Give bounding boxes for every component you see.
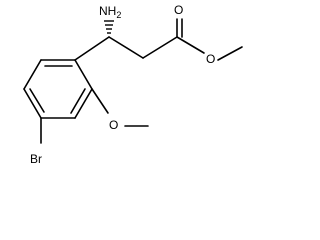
stereo-hash-bond [104,20,114,34]
bond-ring-to-chiral-carbon [74,36,110,61]
bond-ring-to-ether-o [91,88,109,114]
ester-oxygen-label: O [206,52,215,66]
bond-ch2-to-carbonyl [142,36,178,59]
bond-carbonyl-to-ester-o [176,36,205,54]
bond-ring-top-right-to-right [74,59,93,90]
bond-lines [23,18,243,144]
ether-oxygen-label: O [109,118,118,132]
bond-chiral-to-ch2 [108,36,144,59]
chemical-structure: NH2 O O O Br [23,3,243,166]
carbonyl-oxygen-label: O [174,3,183,17]
bond-ring-inner-left [29,88,45,113]
amine-label: NH2 [99,4,121,20]
bond-ring-top-left [23,59,42,90]
bromine-label: Br [30,152,42,166]
bond-ring-bottom-left [23,88,42,119]
bond-ring-right-to-bottom-right [74,88,93,119]
bond-ester-o-to-methyl [217,46,243,61]
bond-ring-inner-right [70,88,86,114]
